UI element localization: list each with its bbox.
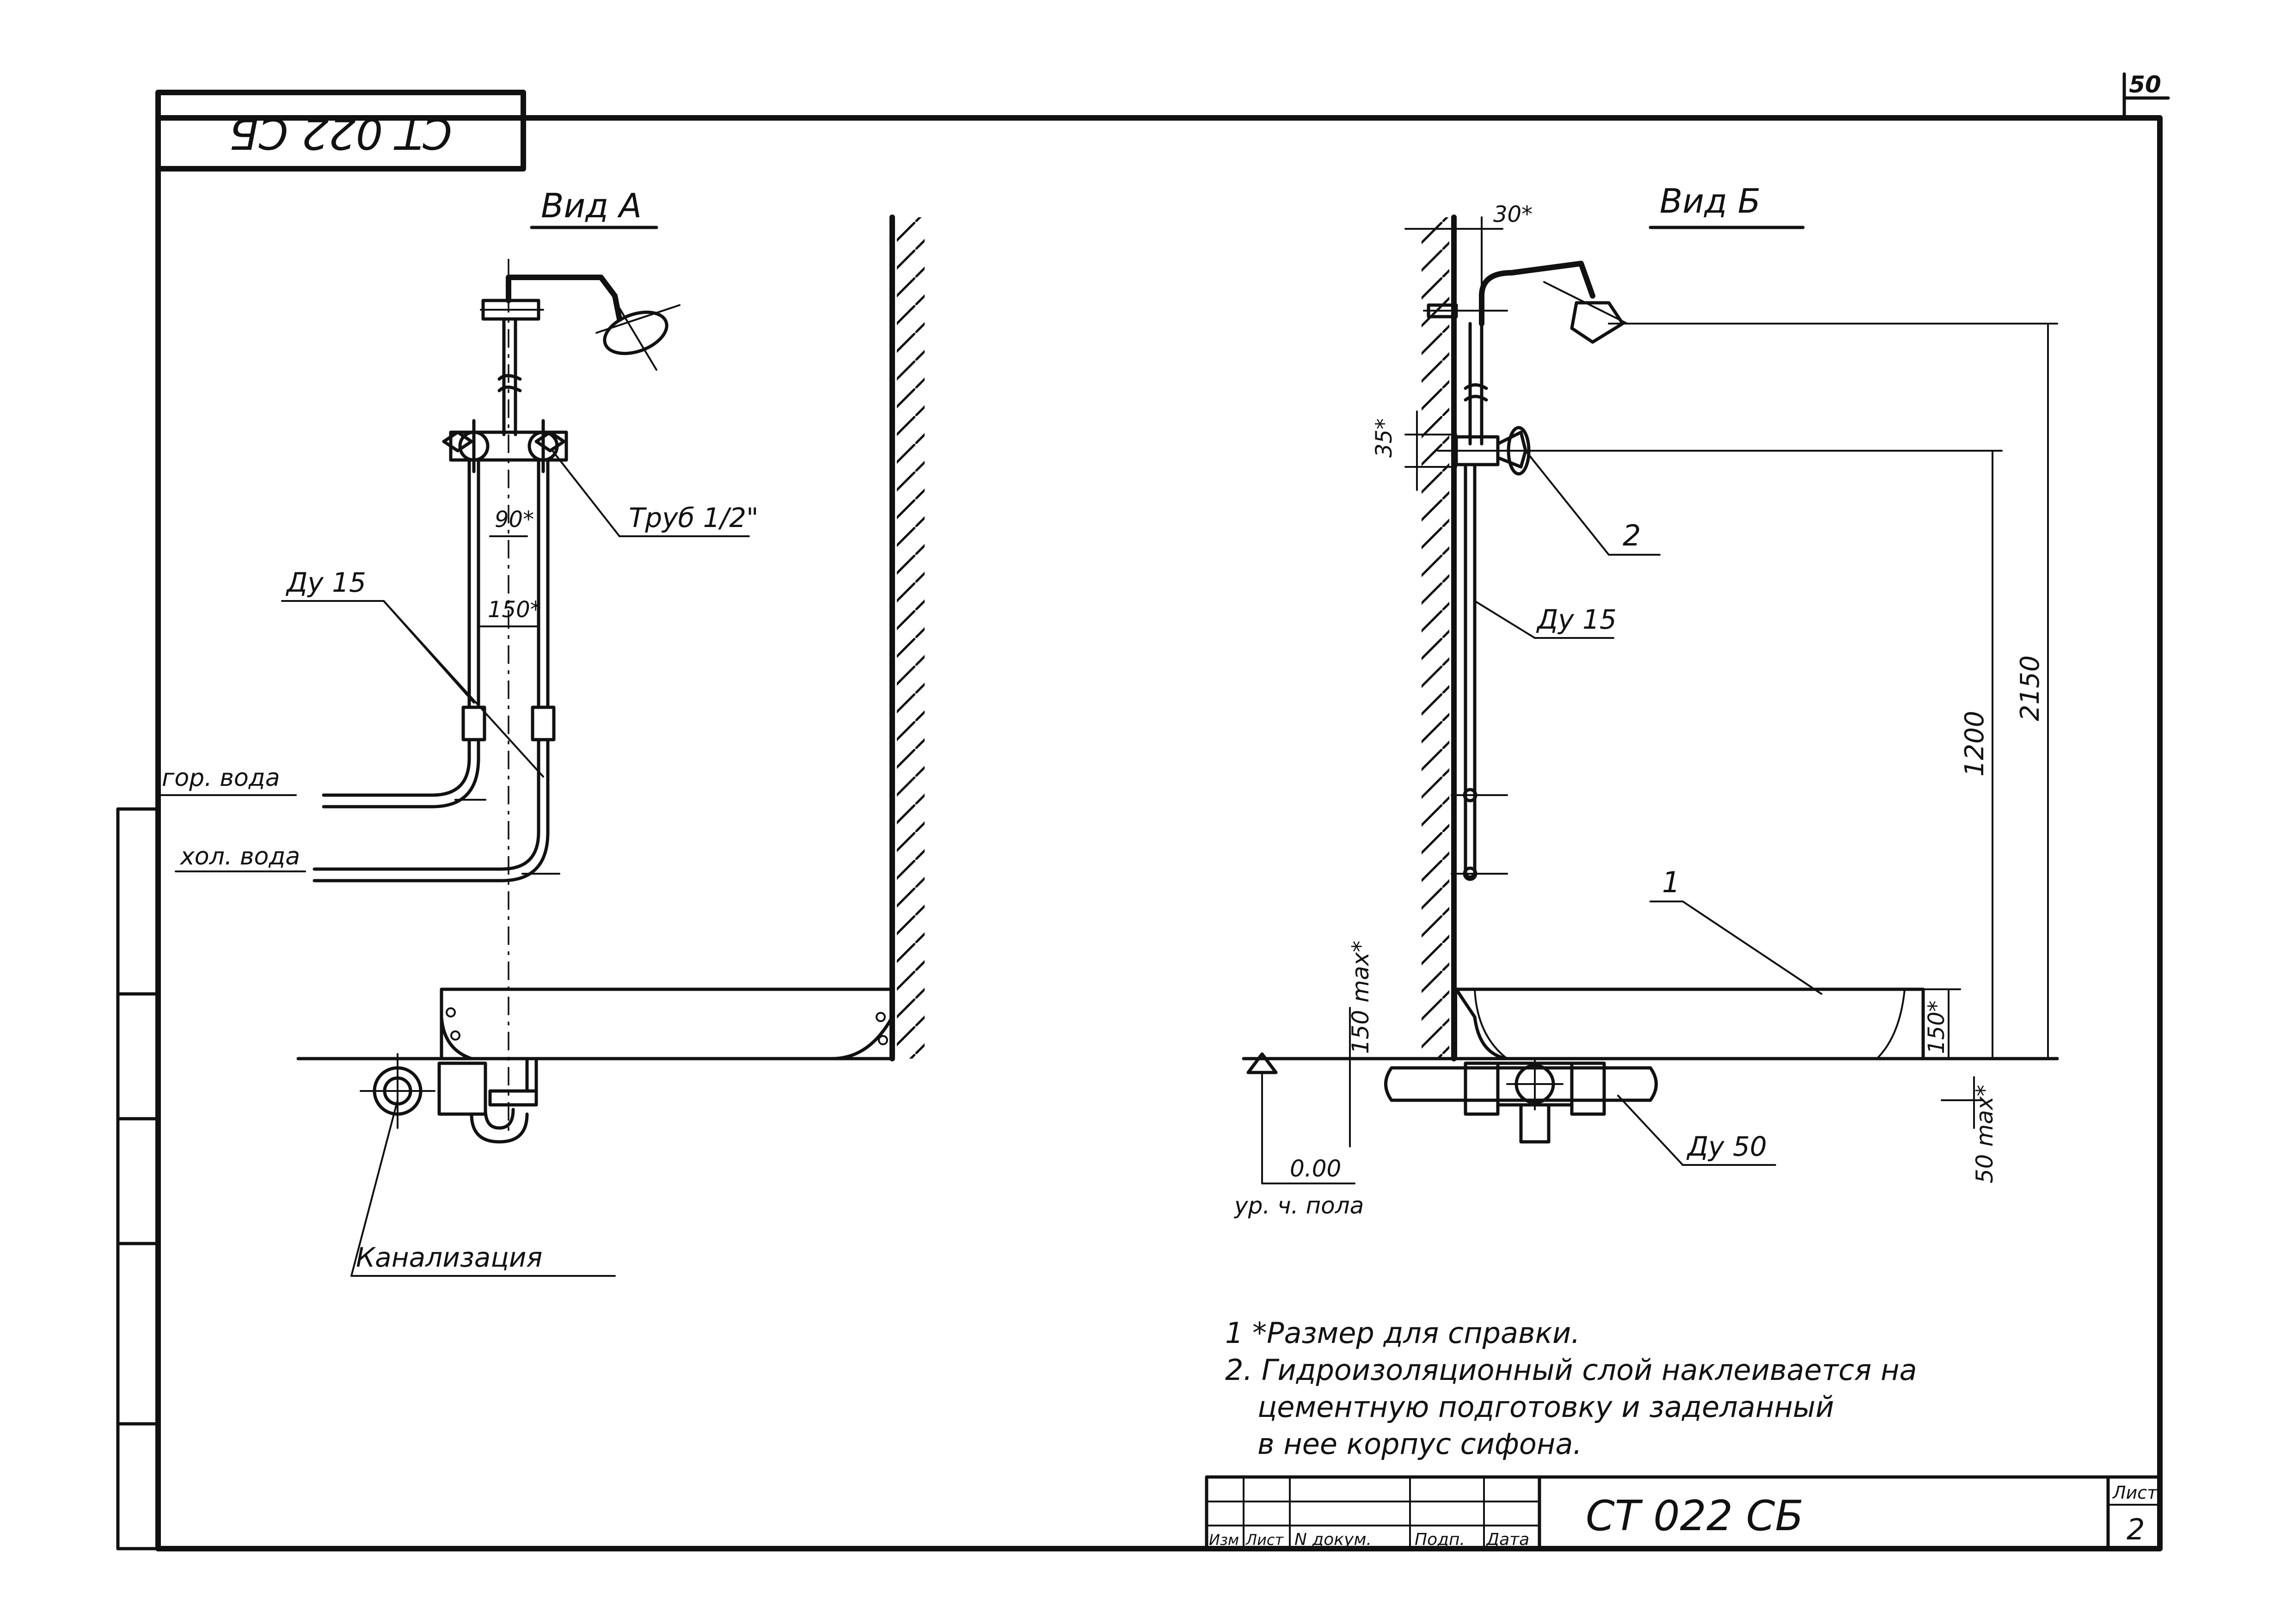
label-pipe: Труб 1/2" (629, 502, 759, 533)
tb-sheet-value: 2 (2127, 1513, 2145, 1546)
sheet-number: 50 (2129, 71, 2161, 98)
tb-sheet-label: Лист (2112, 1483, 2158, 1503)
label-cold-water: хол. вода (179, 843, 300, 870)
label-du15-a: Ду 15 (285, 567, 366, 598)
tb-header-izm: Изм (1209, 1531, 1239, 1549)
dim-150-b: 150* (1924, 1000, 1950, 1054)
dim-150-max: 150 max* (1347, 941, 1374, 1054)
title-block: Изм Лист N докум. Подп. Дата СТ 022 СБ Л… (1205, 1475, 2162, 1550)
note-1: 1 *Размер для справки. (1225, 1316, 1580, 1350)
mirrored-code: СТ 022 СБ (229, 109, 452, 158)
view-a: Вид А (156, 186, 925, 1277)
pos-2: 2 (1623, 519, 1641, 552)
tb-header-list: Лист (1245, 1531, 1284, 1549)
label-du15-b: Ду 15 (1536, 604, 1617, 635)
dim-2150: 2150 (2015, 655, 2045, 721)
view-a-title: Вид А (541, 186, 642, 225)
drawing-frame (116, 72, 2170, 1551)
tb-header-sign: Подп. (1415, 1530, 1465, 1549)
note-2-line-2: цементную подготовку и заделанный (1257, 1390, 1834, 1424)
tb-header-doc: N докум. (1294, 1530, 1372, 1549)
dim-50-max: 50 max* (1971, 1085, 1998, 1183)
view-b-title: Вид Б (1660, 182, 1760, 221)
pos-1: 1 (1662, 865, 1680, 899)
note-2-line-3: в нее корпус сифона. (1257, 1427, 1582, 1461)
mirrored-code-box (155, 90, 526, 172)
dim-35: 35* (1371, 418, 1397, 458)
tb-doc-code: СТ 022 СБ (1586, 1492, 1803, 1540)
view-b: Вид Б 2 (1233, 182, 2059, 1219)
label-sewer: Канализация (356, 1242, 542, 1273)
note-2-line-1: 2. Гидроизоляционный слой наклеивается н… (1225, 1353, 1917, 1387)
dim-1200: 1200 (1960, 711, 1990, 777)
dim-30: 30* (1493, 202, 1533, 227)
dim-150: 150* (488, 597, 541, 623)
label-du50: Ду 50 (1686, 1131, 1767, 1162)
level-text: ур. ч. пола (1233, 1192, 1364, 1219)
label-hot-water: гор. вода (162, 764, 280, 792)
dim-90: 90* (495, 507, 534, 533)
notes: 1 *Размер для справки. 2. Гидроизоляцион… (1225, 1316, 1917, 1461)
tb-header-date: Дата (1485, 1530, 1529, 1549)
level-value: 0.00 (1290, 1155, 1341, 1182)
